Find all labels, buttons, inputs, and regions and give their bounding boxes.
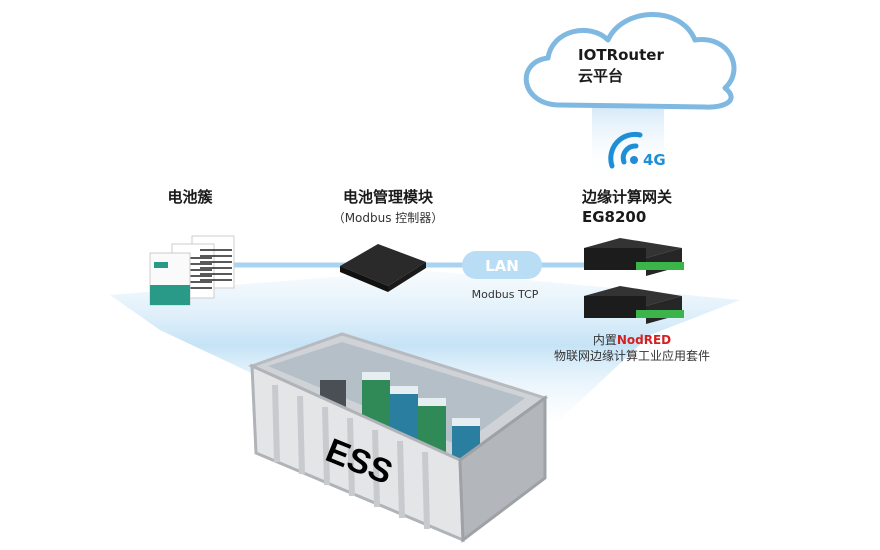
- lan-badge: LAN: [462, 251, 542, 279]
- protocol-label: Modbus TCP: [472, 288, 539, 301]
- gateway-device-icon: [584, 238, 684, 276]
- cloud-subtitle: 云平台: [578, 67, 623, 85]
- gateway-feature-desc: 物联网边缘计算工业应用套件: [554, 348, 710, 363]
- ess-container: ESS: [247, 332, 549, 543]
- bms-sublabel: （Modbus 控制器）: [333, 211, 444, 225]
- bms-label: 电池管理模块: [343, 188, 434, 206]
- gateway-model: EG8200: [582, 208, 646, 226]
- bms-controller-icon: [340, 244, 426, 292]
- light-plane: [110, 270, 740, 420]
- cloud-icon: [523, 12, 737, 110]
- gateway-feature: 内置NodRED: [593, 333, 671, 347]
- lan-label: LAN: [485, 257, 519, 275]
- cloud-platform: IOTRouter 云平台: [523, 12, 737, 110]
- cloud-title: IOTRouter: [578, 46, 664, 64]
- uplink-beam: [592, 108, 664, 178]
- feature-prefix: 内置: [593, 333, 617, 347]
- gateway-device-icon: [584, 286, 684, 324]
- wifi-4g-icon: 4G: [608, 131, 666, 169]
- gateway-label: 边缘计算网关: [581, 188, 672, 206]
- battery-cluster-icon: [149, 235, 235, 306]
- feature-highlight: NodRED: [617, 333, 671, 347]
- wireless-label: 4G: [643, 151, 666, 169]
- battery-cluster-label: 电池簇: [167, 188, 213, 206]
